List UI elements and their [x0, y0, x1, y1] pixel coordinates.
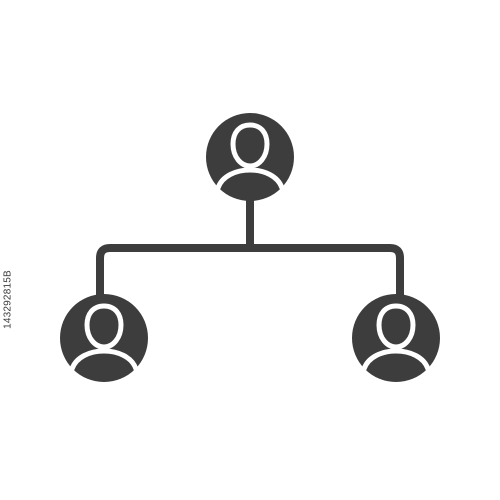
person-shoulders-icon	[215, 167, 285, 191]
person-avatar-icon	[60, 294, 148, 382]
side-id-label: 143292815B	[0, 0, 14, 500]
horizontal-branch-line	[96, 244, 404, 300]
connector-lines	[96, 196, 404, 300]
person-head-icon	[230, 122, 270, 169]
person-head-icon	[376, 303, 416, 350]
person-node-right	[352, 294, 440, 382]
person-node-top	[206, 113, 294, 201]
person-node-left	[60, 294, 148, 382]
person-shoulders-icon	[361, 348, 431, 372]
person-shoulders-icon	[69, 348, 139, 372]
person-avatar-icon	[206, 113, 294, 201]
person-head-icon	[84, 303, 124, 350]
side-id-text: 143292815B	[2, 270, 14, 329]
person-avatar-icon	[352, 294, 440, 382]
